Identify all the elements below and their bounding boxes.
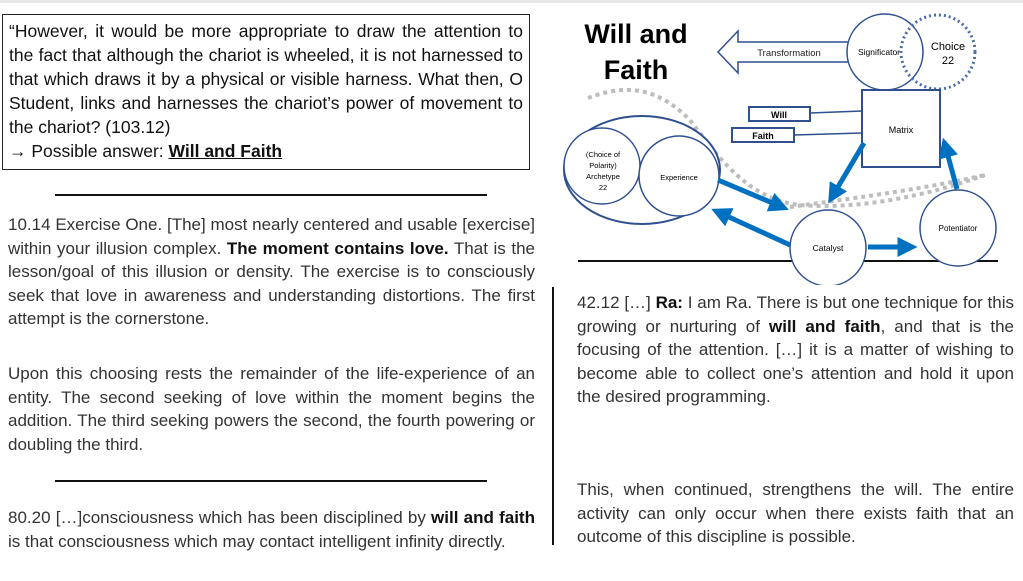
faith-box: [731, 127, 795, 143]
archetype-line: Archetype: [586, 172, 620, 181]
will-box: [748, 106, 811, 122]
top-bar: [0, 0, 1023, 3]
divider: [578, 260, 998, 262]
catalyst-circle: [789, 209, 867, 285]
bold-text: will and faith: [431, 508, 535, 527]
answer-text: Will and Faith: [168, 141, 283, 161]
quote-text: “However, it would be more appropriate t…: [9, 21, 523, 137]
paragraph-strengthens: This, when continued, strengthens the wi…: [577, 480, 1014, 546]
will-label: Will: [771, 110, 787, 120]
text: 42.12 […]: [577, 293, 656, 312]
diagram-title: Will and Faith: [584, 19, 688, 85]
text: 80.20 […]consciousness which has been di…: [8, 508, 432, 527]
arrow-potentiator-to-matrix: [938, 137, 960, 190]
choice-circle: [899, 13, 977, 91]
experience-circle: [638, 135, 720, 217]
archetype-line: (Choice of: [586, 150, 621, 159]
diagram: Transformation Significator Choice 22 Ma…: [563, 13, 997, 285]
choice-number: 22: [942, 55, 954, 67]
text: I am Ra. There is but one technique for …: [577, 293, 1015, 336]
column-divider: [552, 287, 554, 545]
text: 10.14 Exercise One. [The] most nearly ce…: [8, 215, 535, 258]
experience-label: Experience: [660, 173, 698, 182]
dotted-boundary-lower: [789, 173, 986, 209]
text: is that consciousness which may contact …: [8, 531, 506, 551]
text: That is the lesson/goal of this illusion…: [8, 238, 536, 329]
answer-prefix: → Possible answer:: [9, 141, 169, 161]
bold-text: will and faith: [769, 316, 881, 336]
bold-text: Ra:: [655, 293, 683, 312]
archetype-line: 22: [599, 183, 607, 192]
potentiator-label: Potentiator: [939, 224, 978, 233]
faith-label: Faith: [752, 131, 774, 141]
paragraph-choosing: Upon this choosing rests the remainder o…: [8, 364, 535, 454]
divider: [55, 194, 487, 196]
significator-label: Significator: [858, 47, 900, 57]
possible-answer: → Possible answer: Will and Faith: [9, 141, 282, 161]
dotted-boundary-upper: [587, 87, 986, 208]
arrow-matrix-to-catalyst: [828, 141, 867, 204]
paragraph-80-20: 80.20 […]consciousness which has been di…: [8, 506, 535, 553]
arrow-catalyst-to-experience: [711, 208, 792, 248]
quote-box: “However, it would be more appropriate t…: [2, 14, 530, 170]
text: , and that is the focusing of the attent…: [577, 316, 1014, 407]
paragraph-42-12: 42.12 […] Ra: I am Ra. There is but one …: [577, 291, 1014, 409]
potentiator-circle: [919, 189, 997, 267]
matrix-box: [861, 89, 941, 168]
bold-text: The moment contains love.: [226, 238, 449, 258]
divider: [55, 480, 487, 482]
transformation-label: Transformation: [757, 48, 821, 59]
choice-label: Choice: [931, 41, 965, 53]
arrow-experience-to-catalyst: [717, 177, 789, 212]
catalyst-label: Catalyst: [813, 243, 844, 253]
paragraph-10-14: 10.14 Exercise One. [The] most nearly ce…: [8, 213, 535, 331]
matrix-label: Matrix: [889, 125, 914, 135]
archetype-line: Polarity): [589, 161, 617, 170]
